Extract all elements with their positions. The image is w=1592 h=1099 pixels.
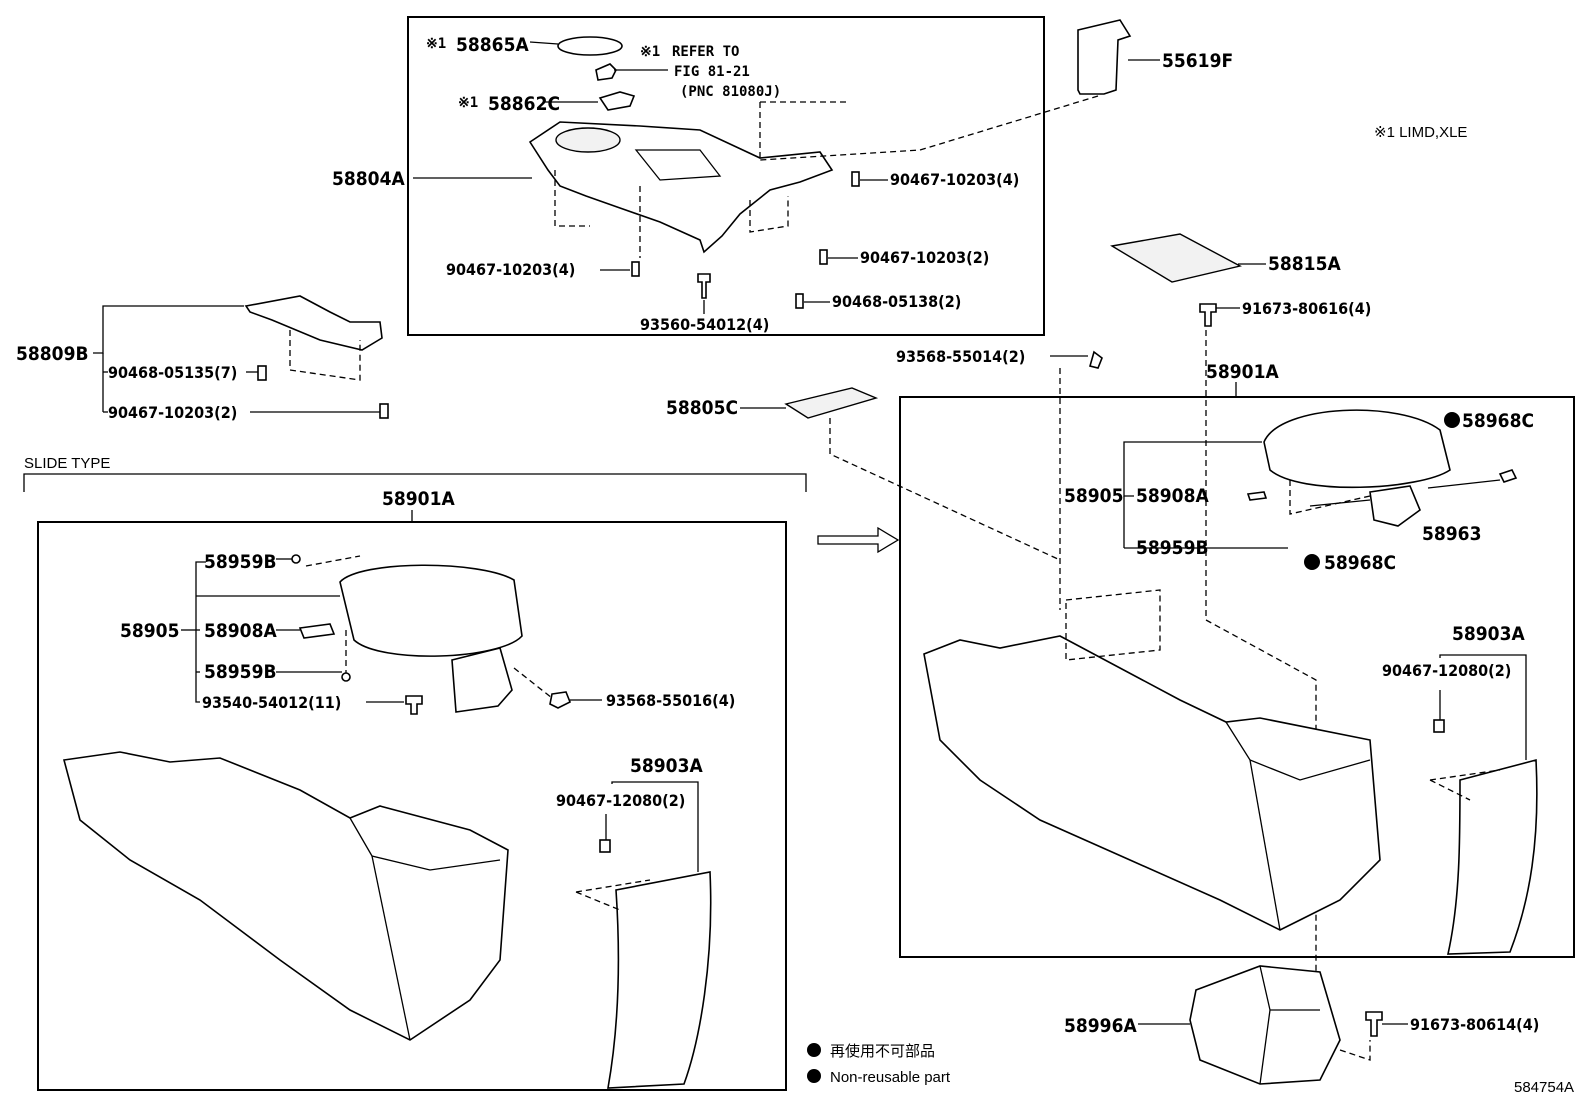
plate-58908a	[1246, 491, 1268, 501]
armrest-lid-left	[339, 564, 523, 657]
cupholder-opening	[555, 127, 621, 153]
plate-58908a-l	[298, 623, 336, 639]
lid-58805c	[784, 387, 879, 419]
label-58815a: 58815A	[1268, 253, 1341, 275]
legend-en: Non-reusable part	[830, 1069, 951, 1086]
clip-90467-c	[819, 249, 828, 265]
nonreusable-dot-b	[1304, 554, 1320, 570]
label-91673-80616: 91673-80616(4)	[1242, 299, 1371, 318]
upper-console-panel	[528, 121, 834, 254]
console-body-right	[923, 635, 1381, 931]
clip-90467-b	[631, 261, 640, 277]
label-90468-05135: 90468-05135(7)	[108, 363, 237, 382]
console-body-left	[62, 751, 509, 1041]
label-90467-12080-left: 90467-12080(2)	[556, 791, 685, 810]
nonreusable-dot-a	[1444, 412, 1460, 428]
label-93560-54012: 93560-54012(4)	[640, 315, 769, 334]
label-58968c-b: 58968C	[1324, 552, 1396, 574]
label-93568-55016: 93568-55016(4)	[606, 691, 735, 710]
label-58963: 58963	[1422, 523, 1481, 545]
hinge-bracket-left	[451, 647, 513, 713]
mark-58862c: ※1	[458, 95, 478, 111]
label-58959b-right: 58959B	[1136, 537, 1209, 559]
armrest-lid-right	[1263, 409, 1451, 489]
clip-90467-a	[851, 171, 860, 187]
arrow-to-standard	[817, 526, 900, 554]
screw-93560	[697, 273, 711, 299]
label-58968c-a: 58968C	[1462, 410, 1534, 432]
upper-console-box	[407, 16, 1045, 336]
rear-trim-58809b	[244, 295, 383, 351]
cup-holder-insert	[1077, 19, 1132, 95]
label-58865a: 58865A	[456, 34, 529, 56]
label-58959b-left-2: 58959B	[204, 661, 277, 683]
label-91673-80614: 91673-80614(4)	[1410, 1015, 1539, 1034]
label-58905-right: 58905	[1064, 485, 1123, 507]
bolt-93540	[405, 695, 423, 715]
bolt-91673-80616	[1199, 303, 1217, 327]
label-90467-10203-2b: 90467-10203(2)	[108, 403, 237, 422]
label-93568-55014: 93568-55014(2)	[896, 347, 1025, 366]
ring-part-58865a	[557, 36, 623, 56]
hinge-bracket-right	[1369, 485, 1421, 527]
mark-refer: ※1	[640, 44, 660, 60]
clip-90467-d	[379, 403, 389, 419]
note-limd-xle: ※1 LIMD,XLE	[1374, 124, 1467, 141]
pin-58968c	[1498, 469, 1518, 483]
label-58903a-right: 58903A	[1452, 623, 1525, 645]
bracket-58996a	[1189, 965, 1341, 1085]
refer-line2: FIG 81-21	[674, 64, 750, 80]
label-58805c: 58805C	[666, 397, 738, 419]
label-58996a: 58996A	[1064, 1015, 1137, 1037]
clip-58959b-l2	[341, 672, 351, 682]
clip-90467-12080-l	[599, 839, 611, 853]
legend-dot-jp	[807, 1043, 821, 1057]
console-box-right	[899, 396, 1575, 958]
label-90468-05138: 90468-05138(2)	[832, 292, 961, 311]
label-58903a-left: 58903A	[630, 755, 703, 777]
legend-dot-en	[807, 1069, 821, 1083]
screw-93568-55016	[549, 691, 572, 709]
refer-line1: REFER TO	[672, 44, 739, 60]
refer-line3: (PNC 81080J)	[680, 84, 781, 100]
label-58901a-left: 58901A	[382, 488, 455, 510]
label-90467-10203-2a: 90467-10203(2)	[860, 248, 989, 267]
label-58804a: 58804A	[332, 168, 405, 190]
console-box-left	[37, 521, 787, 1091]
clip-90468-05135	[257, 365, 267, 381]
label-58908a-left: 58908A	[204, 620, 277, 642]
label-90467-12080-right: 90467-12080(2)	[1382, 661, 1511, 680]
mark-58865a: ※1	[426, 36, 446, 52]
label-90467-10203-4a: 90467-10203(4)	[890, 170, 1019, 189]
diagram-id: 584754A	[1514, 1079, 1574, 1096]
label-58862c: 58862C	[488, 93, 560, 115]
label-58908a-right: 58908A	[1136, 485, 1209, 507]
small-clip-part	[595, 63, 617, 81]
label-58901a-right: 58901A	[1206, 361, 1279, 383]
side-panel-left	[607, 871, 712, 1089]
label-93540-54012: 93540-54012(11)	[202, 693, 341, 712]
label-55619f: 55619F	[1162, 50, 1233, 72]
bolt-91673-80614	[1365, 1011, 1383, 1037]
clip-58959b-l1	[291, 554, 301, 564]
slide-type-heading: SLIDE TYPE	[24, 455, 110, 472]
side-panel-right	[1446, 758, 1538, 955]
label-58809b: 58809B	[16, 343, 89, 365]
clip-90468-05138	[795, 293, 804, 309]
label-58959b-left-1: 58959B	[204, 551, 277, 573]
console-mat	[1110, 233, 1242, 283]
screw-93568-55014	[1089, 350, 1103, 369]
bracket-part-58862c	[598, 91, 636, 111]
clip-90467-12080-r	[1433, 719, 1445, 733]
label-58905-left: 58905	[120, 620, 179, 642]
label-90467-10203-4b: 90467-10203(4)	[446, 260, 575, 279]
legend-jp: 再使用不可部品	[830, 1043, 935, 1060]
